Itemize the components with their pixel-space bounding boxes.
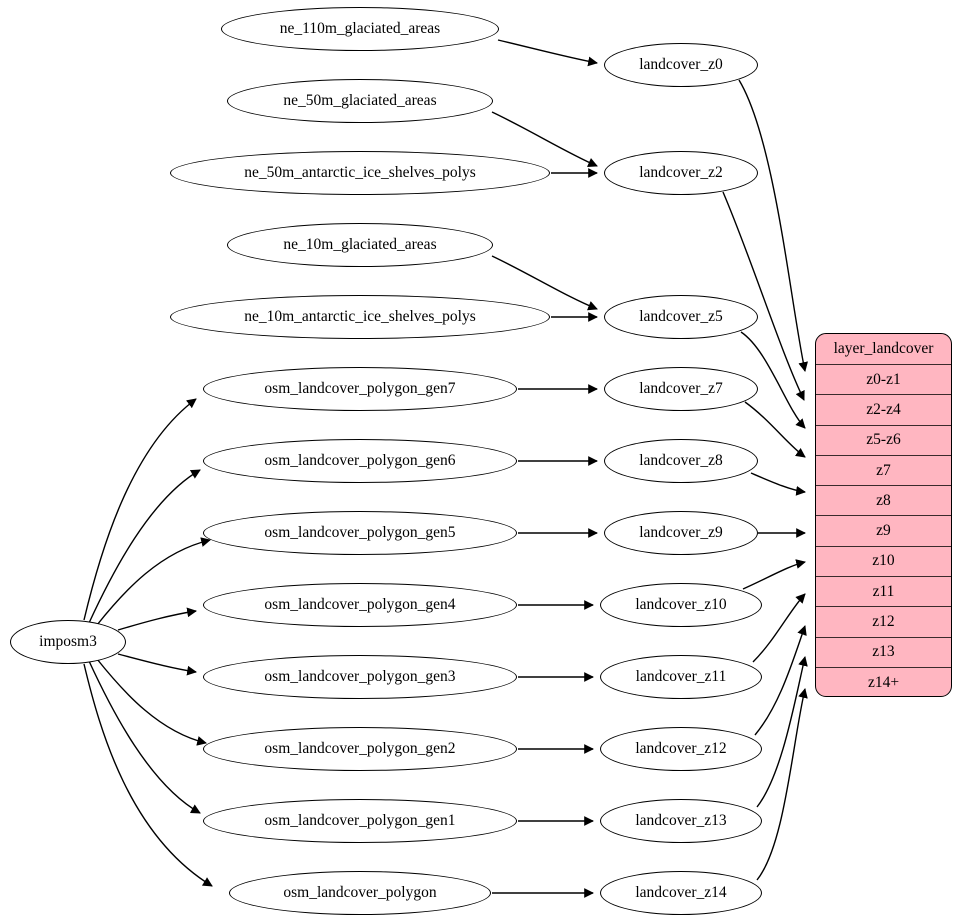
edge-z8-row-z8 <box>750 472 806 496</box>
node-label: landcover_z12 <box>635 740 727 757</box>
node-landcover-z14[interactable]: landcover_z14 <box>600 871 762 915</box>
edge-imposm3-gen3 <box>117 653 197 676</box>
node-label: osm_landcover_polygon_gen6 <box>264 452 456 469</box>
edge-z2-row-z2z4 <box>722 191 805 401</box>
edges-group <box>83 39 808 898</box>
table-row-z8[interactable]: z8 <box>816 486 951 517</box>
edge-imposm3-gen5 <box>96 537 211 626</box>
table-row-z14-plus[interactable]: z14+ <box>816 668 951 696</box>
node-landcover-z9[interactable]: landcover_z9 <box>604 511 758 555</box>
edge-imposm3-gen2 <box>96 658 207 746</box>
table-row-z9[interactable]: z9 <box>816 516 951 547</box>
node-label: landcover_z5 <box>639 308 723 325</box>
node-label: osm_landcover_polygon_gen4 <box>264 596 456 613</box>
table-row-z5-z6[interactable]: z5-z6 <box>816 426 951 456</box>
table-cell-label: z9 <box>876 522 891 540</box>
node-osm-landcover-polygon-gen4[interactable]: osm_landcover_polygon_gen4 <box>203 583 517 627</box>
node-label: imposm3 <box>39 633 97 650</box>
table-row-z2-z4[interactable]: z2-z4 <box>816 395 951 426</box>
edge-z5-row-z5z6 <box>740 331 806 429</box>
node-landcover-z13[interactable]: landcover_z13 <box>600 799 762 843</box>
node-label: landcover_z11 <box>635 668 727 685</box>
table-cell-label: z5-z6 <box>866 431 901 449</box>
edge-imposm3-gen4 <box>117 607 197 631</box>
table-row-z11[interactable]: z11 <box>816 577 951 608</box>
node-label: ne_110m_glaciated_areas <box>279 20 441 37</box>
node-label: landcover_z8 <box>639 452 723 469</box>
node-label: landcover_z9 <box>639 524 723 541</box>
table-cell-label: z13 <box>872 643 895 661</box>
table-header-label: layer_landcover <box>833 340 934 357</box>
node-landcover-z5[interactable]: landcover_z5 <box>604 295 758 339</box>
node-landcover-z8[interactable]: landcover_z8 <box>604 439 758 483</box>
node-label: landcover_z13 <box>635 812 727 829</box>
node-osm-landcover-polygon-gen7[interactable]: osm_landcover_polygon_gen7 <box>203 367 517 411</box>
edge-imposm3-gen6 <box>88 469 201 624</box>
node-osm-landcover-polygon-gen6[interactable]: osm_landcover_polygon_gen6 <box>203 439 517 483</box>
node-label: osm_landcover_polygon_gen3 <box>264 668 456 685</box>
table-cell-label: z0-z1 <box>866 370 901 388</box>
node-label: ne_50m_glaciated_areas <box>283 92 437 109</box>
node-label: osm_landcover_polygon_gen1 <box>264 812 456 829</box>
edge-z11-row-z11 <box>752 593 806 663</box>
edge-imposm3-gen7 <box>83 398 197 621</box>
edge-ne10glac-z5 <box>491 255 598 311</box>
layer-landcover-table[interactable]: layer_landcover z0-z1 z2-z4 z5-z6 z7 z8 … <box>815 333 952 697</box>
table-cell-label: z14+ <box>867 674 900 692</box>
edge-ne50glac-z2 <box>491 111 598 167</box>
edge-z12-row-z12 <box>754 625 807 736</box>
node-label: landcover_z7 <box>639 380 723 397</box>
table-row-z12[interactable]: z12 <box>816 607 951 638</box>
table-cell-label: z2-z4 <box>866 400 901 418</box>
node-ne-10m-antarctic-ice-shelves-polys[interactable]: ne_10m_antarctic_ice_shelves_polys <box>170 295 550 339</box>
node-label: ne_50m_antarctic_ice_shelves_polys <box>244 164 476 181</box>
node-label: landcover_z10 <box>635 596 727 613</box>
table-row-z13[interactable]: z13 <box>816 638 951 668</box>
node-ne-50m-antarctic-ice-shelves-polys[interactable]: ne_50m_antarctic_ice_shelves_polys <box>170 151 550 195</box>
node-label: osm_landcover_polygon <box>283 884 437 901</box>
node-osm-landcover-polygon-gen2[interactable]: osm_landcover_polygon_gen2 <box>203 727 517 771</box>
table-cell-label: z11 <box>872 582 895 600</box>
node-osm-landcover-polygon[interactable]: osm_landcover_polygon <box>229 871 491 915</box>
table-cell-label: z8 <box>876 491 891 509</box>
layer-landcover-header: layer_landcover <box>816 334 951 365</box>
node-ne-10m-glaciated-areas[interactable]: ne_10m_glaciated_areas <box>227 223 493 267</box>
node-label: ne_10m_glaciated_areas <box>283 236 437 253</box>
node-osm-landcover-polygon-gen3[interactable]: osm_landcover_polygon_gen3 <box>203 655 517 699</box>
edge-z13-row-z13 <box>756 656 808 808</box>
table-row-z10[interactable]: z10 <box>816 547 951 578</box>
table-row-z7[interactable]: z7 <box>816 456 951 487</box>
node-imposm3[interactable]: imposm3 <box>10 620 126 664</box>
edge-z14-row-z14plus <box>756 688 808 881</box>
table-cell-label: z12 <box>872 613 895 631</box>
node-landcover-z12[interactable]: landcover_z12 <box>600 727 762 771</box>
node-osm-landcover-polygon-gen5[interactable]: osm_landcover_polygon_gen5 <box>203 511 517 555</box>
node-landcover-z0[interactable]: landcover_z0 <box>604 43 758 87</box>
edge-imposm3-gen1 <box>88 660 201 814</box>
edge-z7-row-z7 <box>744 401 806 458</box>
node-landcover-z10[interactable]: landcover_z10 <box>600 583 762 627</box>
node-label: osm_landcover_polygon_gen7 <box>264 380 456 397</box>
node-label: ne_10m_antarctic_ice_shelves_polys <box>244 308 476 325</box>
edge-z10-row-z10 <box>742 559 806 590</box>
node-label: osm_landcover_polygon_gen5 <box>264 524 456 541</box>
node-ne-110m-glaciated-areas[interactable]: ne_110m_glaciated_areas <box>221 7 499 51</box>
table-cell-label: z7 <box>876 461 891 479</box>
table-cell-label: z10 <box>872 552 895 570</box>
node-ne-50m-glaciated-areas[interactable]: ne_50m_glaciated_areas <box>227 79 493 123</box>
edge-imposm3-polygon <box>83 663 213 887</box>
edge-z0-row-z0z1 <box>738 79 808 372</box>
edge-ne110-z0 <box>497 39 598 67</box>
node-osm-landcover-polygon-gen1[interactable]: osm_landcover_polygon_gen1 <box>203 799 517 843</box>
node-label: landcover_z2 <box>639 164 723 181</box>
node-label: osm_landcover_polygon_gen2 <box>264 740 456 757</box>
node-label: landcover_z14 <box>635 884 727 901</box>
node-label: landcover_z0 <box>639 56 723 73</box>
node-landcover-z11[interactable]: landcover_z11 <box>600 655 762 699</box>
table-row-z0-z1[interactable]: z0-z1 <box>816 365 951 396</box>
node-landcover-z2[interactable]: landcover_z2 <box>604 151 758 195</box>
node-landcover-z7[interactable]: landcover_z7 <box>604 367 758 411</box>
